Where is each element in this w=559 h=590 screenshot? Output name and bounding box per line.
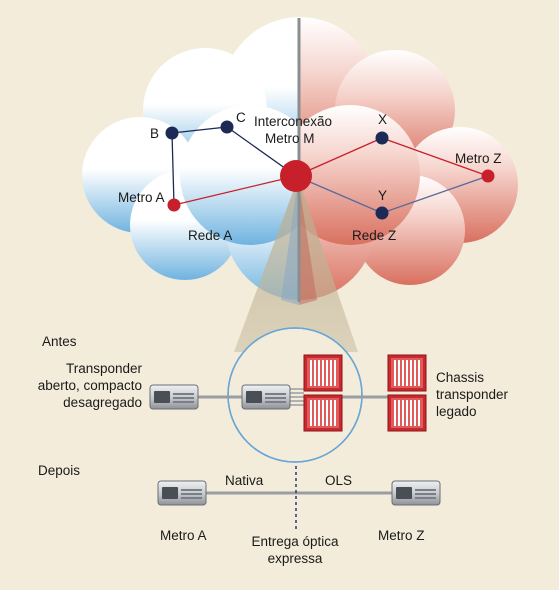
hub-metro-m bbox=[280, 160, 312, 192]
node-metro-a bbox=[167, 198, 181, 212]
node-b bbox=[165, 126, 179, 140]
legacy-chassis-right bbox=[387, 354, 427, 432]
zoomed-transponder-device bbox=[241, 384, 291, 410]
network-z-label: Rede Z bbox=[352, 228, 396, 243]
node-y bbox=[375, 206, 389, 220]
left-device-label-line3: desagregado bbox=[63, 395, 142, 410]
after-metro-z-label: Metro Z bbox=[378, 528, 425, 543]
node-c bbox=[220, 120, 234, 134]
before-section-label: Antes bbox=[42, 334, 77, 349]
hub-label-line1: Interconexão bbox=[254, 114, 332, 129]
node-c-label: C bbox=[236, 110, 246, 125]
metro-a-device bbox=[157, 480, 207, 506]
ols-label: OLS bbox=[325, 473, 352, 488]
open-transponder-device bbox=[149, 384, 199, 410]
network-a-label: Rede A bbox=[188, 228, 232, 243]
before-fiber-lines bbox=[198, 388, 388, 406]
hub-label-line2: Metro M bbox=[265, 131, 315, 146]
network-links bbox=[171, 126, 489, 214]
left-device-label-line1: Transponder bbox=[66, 361, 143, 376]
right-device-label-line3: legado bbox=[436, 404, 477, 419]
node-metro-z-label: Metro Z bbox=[455, 151, 502, 166]
native-label: Nativa bbox=[225, 473, 264, 488]
node-metro-a-label: Metro A bbox=[118, 190, 165, 205]
node-metro-z bbox=[481, 169, 495, 183]
node-y-label: Y bbox=[378, 188, 387, 203]
node-x bbox=[375, 131, 389, 145]
right-device-label-line2: transponder bbox=[436, 387, 509, 402]
metro-z-device bbox=[391, 480, 441, 506]
node-x-label: X bbox=[378, 112, 387, 127]
after-metro-a-label: Metro A bbox=[160, 528, 207, 543]
express-label-line2: expressa bbox=[268, 551, 323, 566]
node-b-label: B bbox=[150, 126, 159, 141]
after-section-label: Depois bbox=[38, 463, 80, 478]
right-device-label-line1: Chassis bbox=[436, 370, 484, 385]
left-device-label-line2: aberto, compacto bbox=[38, 378, 142, 393]
express-label-line1: Entrega óptica bbox=[251, 534, 339, 549]
